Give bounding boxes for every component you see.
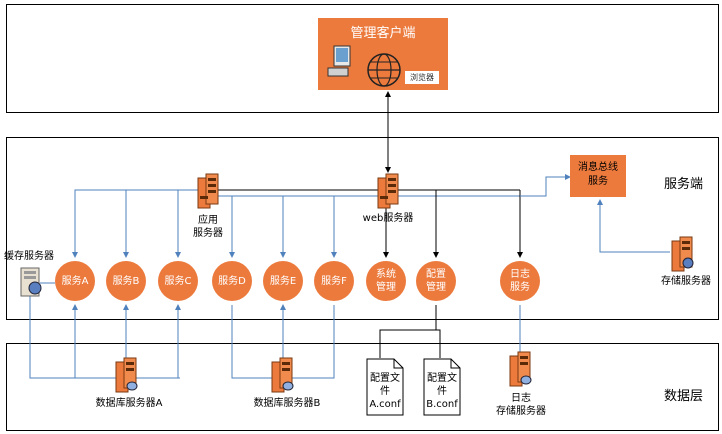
config-file-a-icon [366,358,404,416]
service-e: 服务E [263,261,303,301]
config-management: 配置 管理 [416,261,456,301]
data-tier-label: 数据层 [664,389,704,404]
db-server-b-icon [271,357,294,393]
web-server-label: web服务器 [362,213,414,224]
server-tier-label: 服务端 [664,177,704,192]
db-server-a-icon [115,357,138,393]
message-bus-label: 消息总线 服务 [578,162,618,187]
web-server-icon [377,173,399,209]
computer-icon [327,45,351,77]
service-d: 服务D [212,261,252,301]
service-a: 服务A [55,261,95,301]
log-service: 日志 服务 [500,261,540,301]
service-c: 服务C [158,261,198,301]
cache-server-label: 缓存服务器 [4,251,54,262]
browser-label: 浏览器 [405,71,439,84]
db-server-a-label: 数据库服务器A [95,398,163,409]
log-storage-label: 日志 存储服务器 [496,393,546,417]
log-storage-icon [509,351,532,387]
management-client-title: 管理客户端 [350,26,416,41]
app-server-icon [197,173,219,209]
storage-server-icon [671,236,694,272]
service-b: 服务B [106,261,146,301]
storage-server-label: 存储服务器 [661,276,711,287]
app-server-label: 应用 服务器 [193,215,223,239]
service-f: 服务F [314,261,354,301]
system-management: 系统 管理 [366,261,406,301]
management-client: 管理客户端 浏览器 [318,18,448,90]
config-file-b-label: 配置文 件 B.conf [426,373,458,410]
globe-icon [367,53,401,87]
db-server-b-label: 数据库服务器B [253,398,321,409]
cache-server-icon [20,267,42,297]
config-file-a-label: 配置文 件 A.conf [369,373,401,410]
config-file-b-icon [423,358,461,416]
message-bus-box: 消息总线 服务 [570,155,626,197]
